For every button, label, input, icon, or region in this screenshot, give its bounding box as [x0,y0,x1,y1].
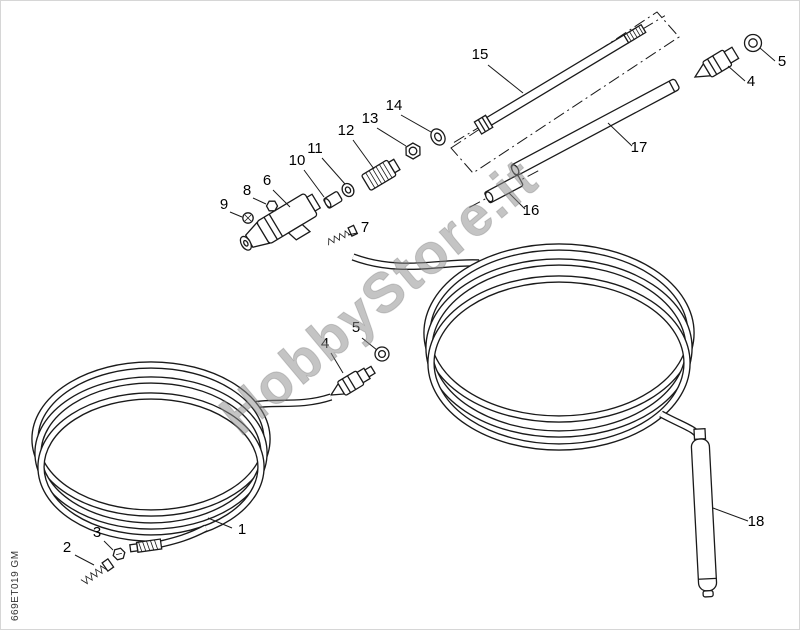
part-1-hose-end-spring [129,538,163,554]
part-2-screw [80,557,115,585]
part-label-17[interactable]: 17 [631,139,648,156]
drawing-code: 669ET019 GM [10,550,21,621]
part-16-tube [469,169,541,208]
part-label-9[interactable]: 9 [220,196,228,213]
part-10-spacer [323,191,343,209]
part-label-2[interactable]: 2 [63,539,71,556]
leader-6 [272,189,291,208]
leader-15 [487,64,524,94]
part-5-oring-top [743,33,763,53]
part-label-6[interactable]: 6 [263,172,271,189]
leader-13 [376,127,407,147]
part-label-11[interactable]: 11 [307,140,323,157]
part-label-14[interactable]: 14 [386,97,403,114]
leader-14 [400,114,432,133]
leader-1 [207,517,233,529]
leader-5t [759,47,776,62]
part-labels: 1 2 3 4 5 6 7 8 9 10 11 12 13 14 15 16 1… [63,46,786,556]
part-label-18[interactable]: 18 [748,513,765,530]
part-9-screw [242,212,254,224]
leader-9 [229,211,243,218]
part-11-oring [341,182,355,198]
part-6-spray-head [239,193,322,251]
leader-7 [347,232,358,236]
part-label-4-top[interactable]: 4 [747,73,755,90]
part-13-nut [405,142,421,160]
leader-4t [727,65,746,82]
part-label-8[interactable]: 8 [243,182,251,199]
leader-12 [352,139,375,170]
part-label-3[interactable]: 3 [93,524,101,541]
part-label-1[interactable]: 1 [238,521,246,538]
leader-3 [103,540,114,551]
part-label-5-top[interactable]: 5 [778,53,786,70]
leader-10 [303,169,325,198]
leader-4m [330,352,344,374]
leader-8 [252,197,267,205]
leader-lines [74,47,776,566]
watermark: HobbyStore.it [208,146,550,447]
leader-18 [712,507,749,522]
part-1-hose-coil [31,361,333,548]
part-17-lance-tube [510,78,680,176]
part-label-7[interactable]: 7 [361,219,369,236]
leader-17 [607,122,633,147]
part-label-5-mid[interactable]: 5 [352,319,360,336]
part-3-nipple [112,547,126,561]
part-4-coupling-mid [329,365,376,396]
part-label-13[interactable]: 13 [362,110,379,127]
part-7-screw [328,224,359,246]
leader-16 [508,192,526,210]
part-14-washer [430,128,446,146]
part-label-10[interactable]: 10 [289,152,306,169]
leader-2 [74,554,95,566]
part-label-12[interactable]: 12 [338,122,355,139]
part-5-oring-mid [374,346,390,362]
leader-5m [361,337,378,351]
part-15-lance-tube [453,15,666,143]
leader-11 [321,157,346,185]
part-4-coupling-top [693,46,740,78]
hose-right-coil [351,243,704,451]
part-label-4-mid[interactable]: 4 [321,335,329,352]
part-18-handle-tube [690,428,718,598]
part-label-16[interactable]: 16 [523,202,540,219]
part-12-coupling [361,158,401,191]
part-label-15[interactable]: 15 [472,46,489,63]
part-8-nut [265,200,279,212]
